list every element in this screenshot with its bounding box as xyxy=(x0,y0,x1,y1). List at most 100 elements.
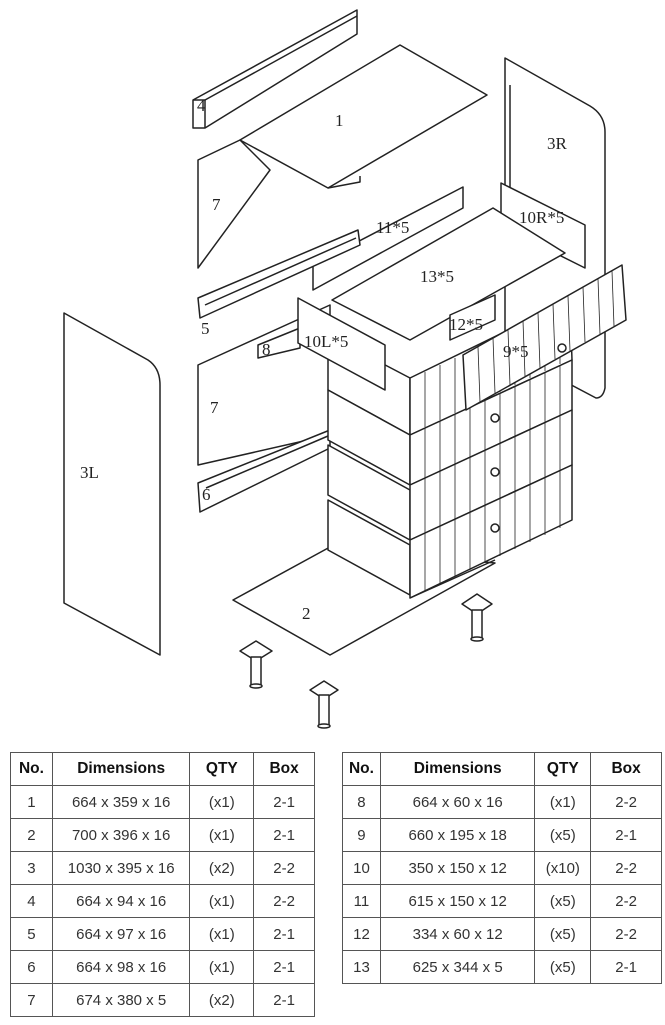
cell-box: 2-1 xyxy=(590,818,662,852)
cell-dimensions: 615 x 150 x 12 xyxy=(379,884,536,918)
cell-qty: (x2) xyxy=(189,983,255,1017)
cell-qty: (x10) xyxy=(534,851,592,885)
label-part-8: 8 xyxy=(262,340,271,359)
cell-no: 1 xyxy=(10,785,53,819)
cell-dimensions: 660 x 195 x 18 xyxy=(379,818,536,852)
leg-right xyxy=(461,593,493,642)
label-part-10L: 10L*5 xyxy=(304,332,348,351)
cell-box: 2-2 xyxy=(590,785,662,819)
cell-box: 2-1 xyxy=(253,785,315,819)
label-part-1: 1 xyxy=(335,111,344,130)
cell-dimensions: 334 x 60 x 12 xyxy=(379,917,536,951)
cell-qty: (x5) xyxy=(534,917,592,951)
label-part-6: 6 xyxy=(202,485,211,504)
part-13-drawer-bottom xyxy=(331,207,566,341)
table-header-row: No. Dimensions QTY Box xyxy=(342,752,662,786)
header-box: Box xyxy=(253,752,315,786)
header-dimensions: Dimensions xyxy=(51,752,191,786)
cell-box: 2-2 xyxy=(590,851,662,885)
cell-box: 2-1 xyxy=(253,818,315,852)
label-part-7-upper: 7 xyxy=(212,195,221,214)
cell-no: 13 xyxy=(342,950,381,984)
cell-qty: (x1) xyxy=(189,785,255,819)
cell-no: 4 xyxy=(10,884,53,918)
cell-dimensions: 664 x 98 x 16 xyxy=(51,950,191,984)
cell-dimensions: 625 x 344 x 5 xyxy=(379,950,536,984)
part-7-upper-back-panel xyxy=(197,139,271,269)
cell-qty: (x1) xyxy=(189,950,255,984)
cell-dimensions: 700 x 396 x 16 xyxy=(51,818,191,852)
cell-no: 11 xyxy=(342,884,381,918)
cell-dimensions: 664 x 97 x 16 xyxy=(51,917,191,951)
label-part-3R: 3R xyxy=(547,134,568,153)
part-10L-drawer-side xyxy=(297,297,386,391)
part-3L-left-side-panel xyxy=(63,312,161,656)
cell-qty: (x2) xyxy=(189,851,255,885)
cell-no: 8 xyxy=(342,785,381,819)
cell-box: 2-1 xyxy=(590,950,662,984)
part-4-back-rail xyxy=(192,9,358,129)
exploded-assembly-diagram: 4 1 7 3R 11*5 10R*5 13*5 5 12*5 10L*5 8 … xyxy=(63,9,627,729)
cell-dimensions: 664 x 359 x 16 xyxy=(51,785,191,819)
cell-no: 7 xyxy=(10,983,53,1017)
cell-qty: (x1) xyxy=(189,884,255,918)
cell-box: 2-2 xyxy=(590,884,662,918)
cell-dimensions: 664 x 94 x 16 xyxy=(51,884,191,918)
leg-center xyxy=(309,680,339,729)
cell-no: 5 xyxy=(10,917,53,951)
cell-qty: (x1) xyxy=(534,785,592,819)
part-5-rail xyxy=(197,229,361,319)
cell-qty: (x5) xyxy=(534,884,592,918)
cell-box: 2-2 xyxy=(253,851,315,885)
cell-no: 9 xyxy=(342,818,381,852)
header-box: Box xyxy=(590,752,662,786)
header-dimensions: Dimensions xyxy=(379,752,536,786)
cell-box: 2-1 xyxy=(253,950,315,984)
cell-box: 2-2 xyxy=(590,917,662,951)
leg-left xyxy=(239,640,273,689)
label-part-3L: 3L xyxy=(80,463,99,482)
label-part-2: 2 xyxy=(302,604,311,623)
header-qty: QTY xyxy=(189,752,255,786)
cell-no: 12 xyxy=(342,917,381,951)
label-part-4: 4 xyxy=(197,96,206,115)
cell-no: 10 xyxy=(342,851,381,885)
cell-dimensions: 350 x 150 x 12 xyxy=(379,851,536,885)
cell-qty: (x1) xyxy=(189,818,255,852)
part-11-drawer-back xyxy=(312,186,464,291)
label-part-12: 12*5 xyxy=(449,315,483,334)
header-qty: QTY xyxy=(534,752,592,786)
table-header-row: No. Dimensions QTY Box xyxy=(10,752,315,786)
cell-dimensions: 674 x 380 x 5 xyxy=(51,983,191,1017)
cell-box: 2-2 xyxy=(253,884,315,918)
header-no: No. xyxy=(10,752,53,786)
cell-dimensions: 664 x 60 x 16 xyxy=(379,785,536,819)
part-1-top-panel xyxy=(239,44,488,189)
cell-qty: (x5) xyxy=(534,818,592,852)
cell-dimensions: 1030 x 395 x 16 xyxy=(51,851,191,885)
label-part-10R: 10R*5 xyxy=(519,208,564,227)
part-12-drawer-back-small xyxy=(449,294,496,341)
label-part-11: 11*5 xyxy=(376,218,409,237)
cell-no: 6 xyxy=(10,950,53,984)
header-no: No. xyxy=(342,752,381,786)
label-part-7-lower: 7 xyxy=(210,398,219,417)
label-part-5: 5 xyxy=(201,319,210,338)
label-part-9: 9*5 xyxy=(503,342,529,361)
cell-box: 2-1 xyxy=(253,917,315,951)
cell-no: 3 xyxy=(10,851,53,885)
